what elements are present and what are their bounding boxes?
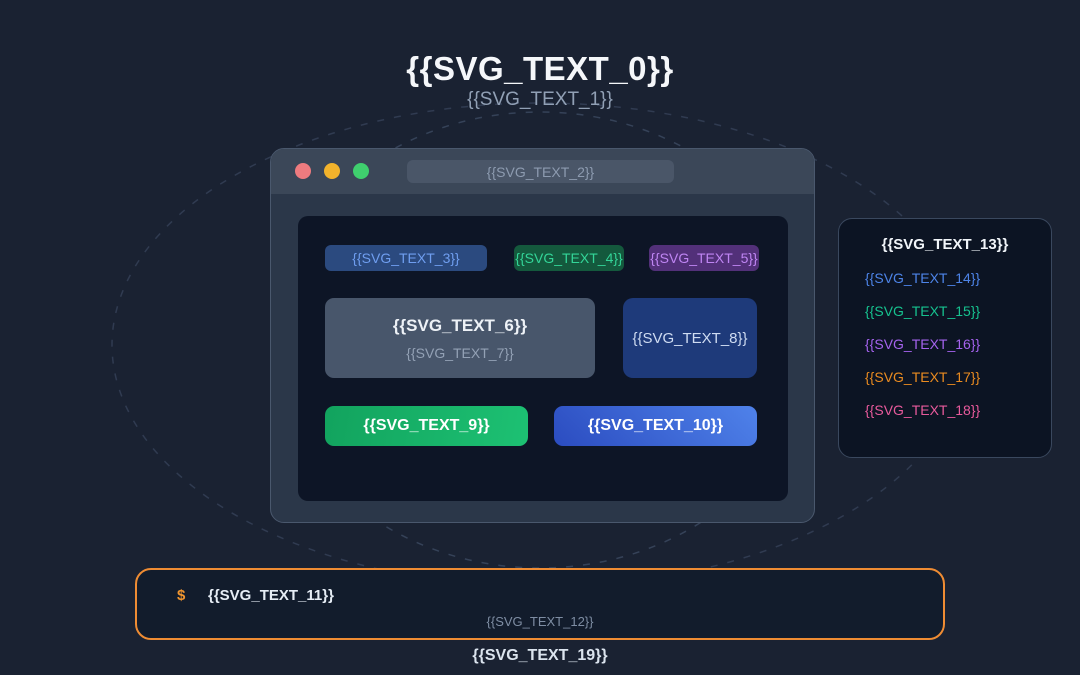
side-card: {{SVG_TEXT_8}} — [623, 298, 757, 378]
window-titlebar: {{SVG_TEXT_2}} — [271, 149, 814, 194]
page-subtitle: {{SVG_TEXT_1}} — [467, 89, 613, 110]
legend-panel: {{SVG_TEXT_13}} {{SVG_TEXT_14}} {{SVG_TE… — [838, 218, 1052, 458]
terminal-command: {{SVG_TEXT_11}} — [208, 587, 334, 604]
legend-item-purple: {{SVG_TEXT_16}} — [865, 336, 981, 352]
terminal-hint: {{SVG_TEXT_12}} — [486, 614, 594, 629]
badge-purple[interactable]: {{SVG_TEXT_5}} — [649, 245, 759, 271]
window-content: {{SVG_TEXT_3}} {{SVG_TEXT_4}} {{SVG_TEXT… — [298, 216, 788, 501]
legend-item-orange: {{SVG_TEXT_17}} — [865, 369, 981, 385]
badge-green[interactable]: {{SVG_TEXT_4}} — [514, 245, 624, 271]
address-bar[interactable]: {{SVG_TEXT_2}} — [407, 160, 674, 183]
primary-action-button[interactable]: {{SVG_TEXT_9}} — [325, 406, 528, 446]
feature-card: {{SVG_TEXT_6}} {{SVG_TEXT_7}} — [325, 298, 595, 378]
minimize-button[interactable] — [324, 163, 340, 179]
close-button[interactable] — [295, 163, 311, 179]
legend-item-pink: {{SVG_TEXT_18}} — [865, 402, 981, 418]
terminal-bar[interactable]: $ {{SVG_TEXT_11}} {{SVG_TEXT_12}} — [135, 568, 945, 640]
page-caption: {{SVG_TEXT_19}} — [472, 647, 608, 664]
feature-card-subtitle: {{SVG_TEXT_7}} — [406, 345, 514, 361]
terminal-prompt: $ — [177, 587, 186, 604]
page-title: {{SVG_TEXT_0}} — [406, 50, 674, 88]
legend-item-blue: {{SVG_TEXT_14}} — [865, 270, 981, 286]
traffic-lights — [295, 163, 369, 179]
browser-window: {{SVG_TEXT_2}} {{SVG_TEXT_3}} {{SVG_TEXT… — [270, 148, 815, 523]
secondary-action-button[interactable]: {{SVG_TEXT_10}} — [554, 406, 757, 446]
feature-card-title: {{SVG_TEXT_6}} — [392, 316, 528, 335]
legend-item-green: {{SVG_TEXT_15}} — [865, 303, 981, 319]
maximize-button[interactable] — [353, 163, 369, 179]
badge-blue[interactable]: {{SVG_TEXT_3}} — [325, 245, 487, 271]
legend-title: {{SVG_TEXT_13}} — [881, 236, 1009, 253]
